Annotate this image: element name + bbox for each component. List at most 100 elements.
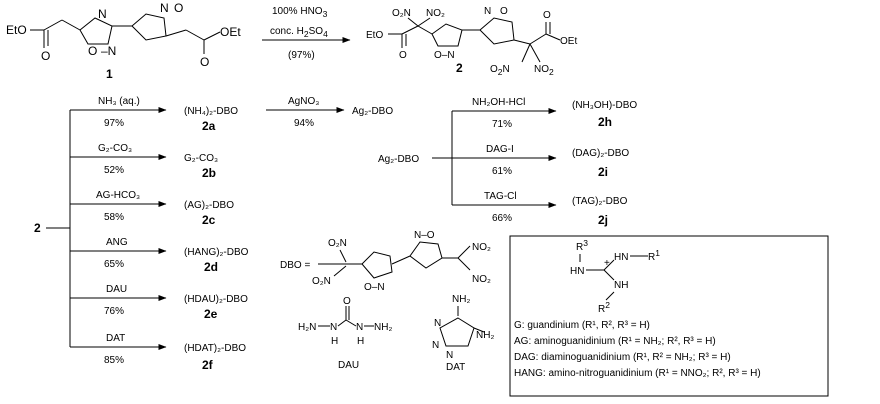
svg-text:N: N xyxy=(330,322,337,333)
svg-text:O: O xyxy=(543,10,551,21)
svg-text:N: N xyxy=(356,322,363,333)
svg-text:NO₂: NO₂ xyxy=(472,242,491,253)
yield-2d: 65% xyxy=(104,259,124,270)
product-2i: (DAG)₂-DBO xyxy=(572,148,629,159)
product-2a: (NH₄)₂-DBO xyxy=(184,106,238,117)
svg-text:NO₂: NO₂ xyxy=(426,8,445,19)
svg-text:NO2: NO2 xyxy=(534,64,554,77)
compound-2-structure: O₂N NO₂ EtO O O–N N O O OEt O2N NO2 2 xyxy=(366,6,577,77)
yield-2a: 97% xyxy=(104,118,124,129)
yield-2e: 76% xyxy=(104,306,124,317)
svg-text:O: O xyxy=(200,55,209,69)
dau-structure: H₂N N H O N H NH₂ DAU xyxy=(298,296,392,371)
svg-text:H: H xyxy=(357,336,364,347)
svg-text:N: N xyxy=(484,6,491,17)
product-2h: (NH₃OH)-DBO xyxy=(572,100,637,111)
svg-text:O–N: O–N xyxy=(434,50,455,61)
legend-box xyxy=(509,235,829,397)
yield-2b: 52% xyxy=(104,165,124,176)
c1-ringB-N: N xyxy=(160,1,169,15)
reagent-2a: NH₃ (aq.) xyxy=(98,96,140,107)
product-2j: (TAG)₂-DBO xyxy=(572,196,628,207)
svg-text:NH₂: NH₂ xyxy=(374,322,392,333)
svg-text:HN: HN xyxy=(614,252,628,263)
label-2b: 2b xyxy=(202,166,216,180)
legend-ag: AG: aminoguanidinium (R¹ = NH₂; R², R³ =… xyxy=(514,336,716,347)
dat-label: DAT xyxy=(446,362,465,373)
c2-ester-left: EtO xyxy=(366,30,383,41)
svg-text:N: N xyxy=(434,318,441,329)
svg-text:R3: R3 xyxy=(576,238,588,253)
dbo-prefix: DBO = xyxy=(280,260,310,271)
svg-text:O2N: O2N xyxy=(490,64,510,77)
c1-ringB-O: O xyxy=(174,1,183,15)
reagent-agno3: AgNO₃ xyxy=(288,96,319,107)
svg-text:+: + xyxy=(604,258,610,269)
svg-text:NO₂: NO₂ xyxy=(472,274,491,285)
svg-text:O: O xyxy=(343,296,351,307)
dbo-structure: DBO = O₂N O₂N O–N N–O NO₂ NO₂ xyxy=(280,230,491,293)
svg-text:R1: R1 xyxy=(648,248,660,263)
cation-legend: R3 HN + HN R1 NH R2 G: guandinium (R¹, R… xyxy=(509,235,829,397)
left-branch-start: 2 xyxy=(34,221,41,235)
c1-label: 1 xyxy=(106,67,113,81)
right-branch-start: Ag₂-DBO xyxy=(378,154,419,165)
reagent-2j: TAG-Cl xyxy=(484,191,517,202)
product-2b: G₂-CO₃ xyxy=(184,153,218,164)
svg-text:H₂N: H₂N xyxy=(298,322,316,333)
c1-ringA-O: O xyxy=(88,44,97,58)
svg-text:–N: –N xyxy=(101,44,116,58)
legend-hang: HANG: amino-nitroguanidinium (R¹ = NNO₂;… xyxy=(514,368,761,379)
reagent-hno3: 100% HNO3 xyxy=(272,6,328,19)
svg-text:NH: NH xyxy=(614,280,628,291)
c1-ringA-N: N xyxy=(98,7,107,21)
c1-carbonyl-o-left: O xyxy=(41,49,50,63)
product-ag: Ag₂-DBO xyxy=(352,106,393,117)
label-2d: 2d xyxy=(204,260,218,274)
svg-text:O: O xyxy=(399,50,407,61)
svg-text:NH₂: NH₂ xyxy=(452,294,470,305)
reagent-2d: ANG xyxy=(106,237,128,248)
label-2c: 2c xyxy=(202,213,216,227)
yield-2c: 58% xyxy=(104,212,124,223)
right-branch: Ag₂-DBO NH₂OH-HCl 71% (NH₃OH)-DBO 2h DAG… xyxy=(378,97,637,227)
yield-2f: 85% xyxy=(104,355,124,366)
label-2j: 2j xyxy=(598,213,608,227)
nitration-step: 100% HNO3 conc. H2SO4 (97%) xyxy=(262,6,351,61)
svg-text:O₂N: O₂N xyxy=(392,8,411,19)
legend-dag: DAG: diaminoguanidinium (R¹, R² = NH₂; R… xyxy=(514,352,731,363)
product-2e: (HDAU)₂-DBO xyxy=(184,294,248,305)
label-2a: 2a xyxy=(202,119,216,133)
svg-text:H: H xyxy=(331,336,338,347)
reagent-2e: DAU xyxy=(106,284,127,295)
reagent-2h: NH₂OH-HCl xyxy=(472,97,525,108)
reagent-h2so4: conc. H2SO4 xyxy=(270,26,328,39)
reagent-2f: DAT xyxy=(106,333,125,344)
reagent-2c: AG-HCO₃ xyxy=(96,190,140,201)
silver-step: AgNO₃ 94% Ag₂-DBO xyxy=(266,96,393,129)
dau-label: DAU xyxy=(338,360,359,371)
label-2e: 2e xyxy=(204,307,218,321)
svg-text:O–N: O–N xyxy=(364,282,385,293)
yield-2h: 71% xyxy=(492,119,512,130)
dat-structure: NH₂ N N N NH₂ DAT xyxy=(432,294,494,373)
svg-text:NH₂: NH₂ xyxy=(476,330,494,341)
c1-ester-right: OEt xyxy=(220,25,241,39)
reagent-2b: G₂-CO₃ xyxy=(98,143,132,154)
product-2c: (AG)₂-DBO xyxy=(184,200,234,211)
yield-2i: 61% xyxy=(492,166,512,177)
left-branch: 2 NH₃ (aq.) 97% (NH₄)₂-DBO 2a G₂-CO₃ 52%… xyxy=(34,96,249,372)
yield-ag: 94% xyxy=(294,118,314,129)
product-2d: (HANG)₂-DBO xyxy=(184,247,249,258)
label-2i: 2i xyxy=(598,165,608,179)
legend-g: G: guandinium (R¹, R², R³ = H) xyxy=(514,320,650,331)
svg-text:O: O xyxy=(500,6,508,17)
label-2h: 2h xyxy=(598,115,612,129)
svg-text:N: N xyxy=(446,350,453,361)
svg-text:O₂N: O₂N xyxy=(312,276,331,287)
svg-text:R2: R2 xyxy=(598,300,610,315)
svg-text:HN: HN xyxy=(570,266,584,277)
yield-nitration: (97%) xyxy=(288,50,315,61)
